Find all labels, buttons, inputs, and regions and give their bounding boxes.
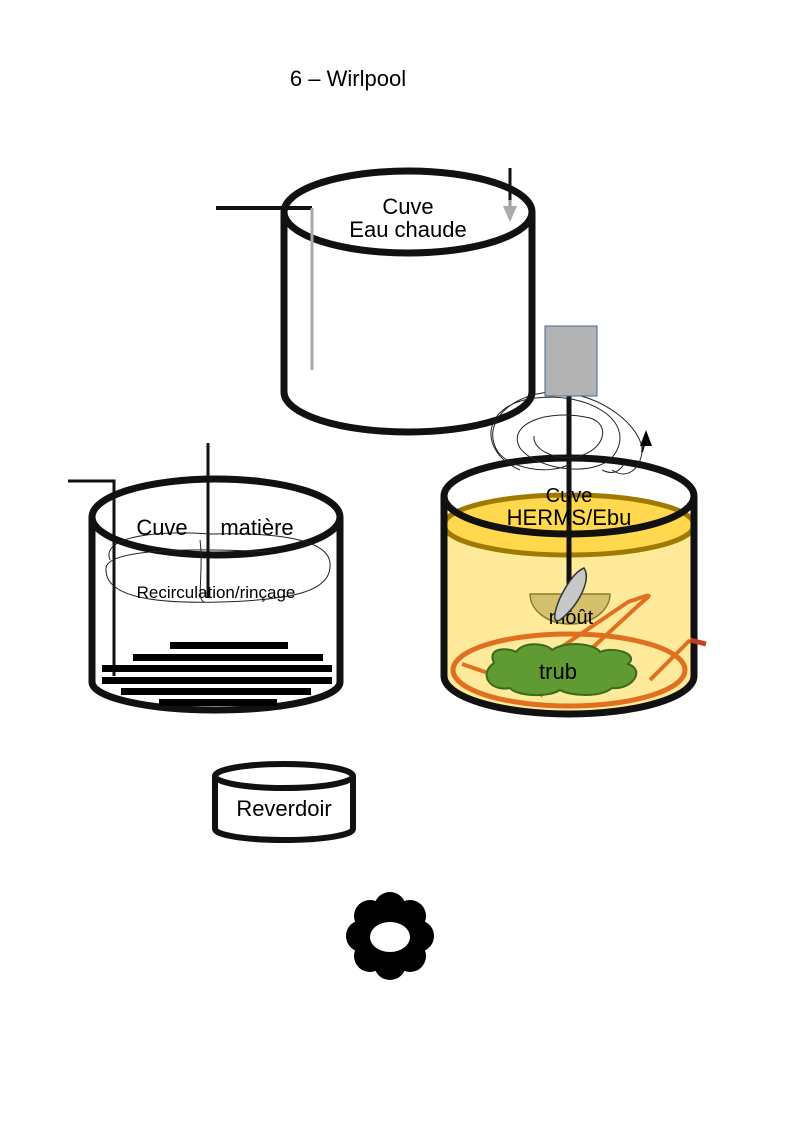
- hot-water-tank: Cuve Eau chaude: [216, 167, 536, 436]
- mash-sublabel: Recirculation/rinçage: [137, 583, 296, 602]
- grant-label: Reverdoir: [236, 796, 331, 821]
- herms-label-line1: Cuve: [546, 485, 593, 507]
- herms-tank: trub moût Cuve HERMS/Ebu: [440, 325, 707, 718]
- herms-label-line2: HERMS/Ebu: [507, 505, 632, 530]
- arrow-down-icon: [503, 206, 517, 222]
- hot-water-label-line1: Cuve: [382, 194, 433, 219]
- hot-water-label-line2: Eau chaude: [349, 217, 466, 242]
- heating-coil: [450, 631, 688, 709]
- grant-tank: Reverdoir: [212, 761, 356, 843]
- page-title: 6 – Wirlpool: [290, 66, 406, 91]
- arrow-up-icon: [640, 430, 652, 446]
- stirrer-paddle: [554, 567, 588, 622]
- mash-label-line2: matière: [220, 515, 293, 540]
- recirculation-swirl: [105, 532, 331, 603]
- stirrer-motor: [544, 325, 598, 397]
- mash-tank: Cuve matière Recirculation/rinçage: [68, 443, 344, 714]
- mash-label-line1: Cuve: [136, 515, 187, 540]
- trub-label: trub: [539, 659, 577, 684]
- trub-cloud: [485, 643, 638, 696]
- pump-icon: [346, 892, 434, 980]
